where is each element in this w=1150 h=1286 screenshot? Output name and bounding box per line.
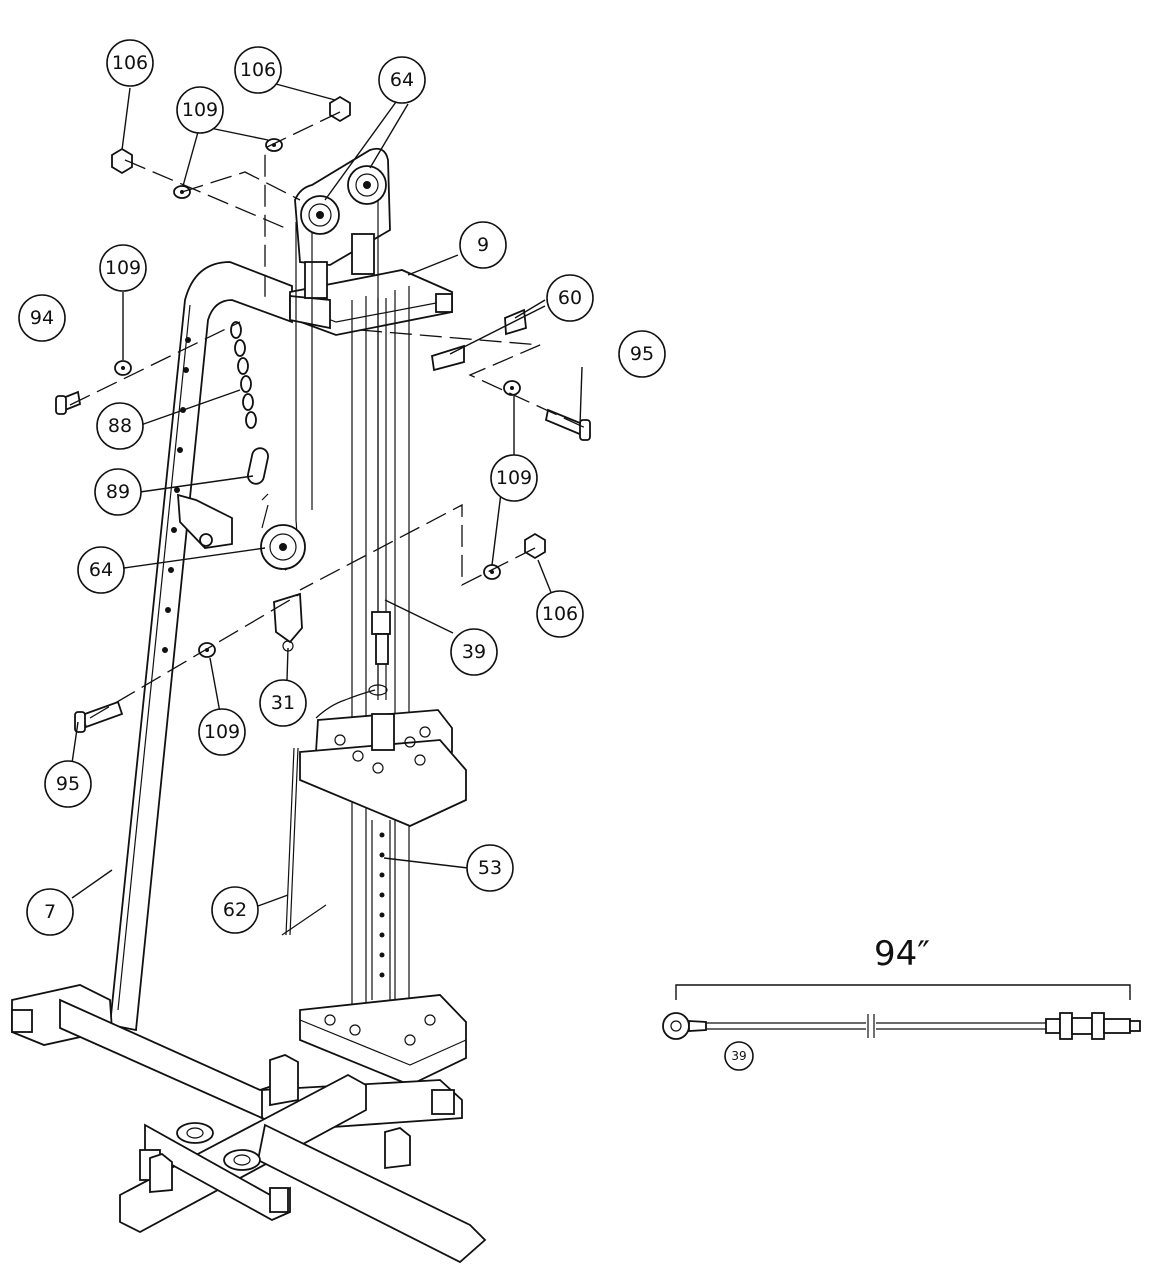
callout-109-left: 109 bbox=[99, 244, 147, 292]
svg-text:106: 106 bbox=[240, 59, 276, 81]
cable-detail: 94″ 39 bbox=[662, 934, 1141, 1071]
callout-95-right: 95 bbox=[618, 330, 666, 378]
svg-text:95: 95 bbox=[56, 773, 80, 795]
svg-text:60: 60 bbox=[558, 287, 582, 309]
svg-text:109: 109 bbox=[105, 257, 141, 279]
callout-106-top-left: 106 bbox=[106, 39, 154, 87]
svg-text:39: 39 bbox=[731, 1049, 746, 1063]
callout-7: 7 bbox=[26, 888, 74, 936]
cable-length-label: 94″ bbox=[874, 934, 930, 974]
callout-109-top: 109 bbox=[176, 86, 224, 134]
svg-text:64: 64 bbox=[390, 69, 414, 91]
pulley-bracket bbox=[273, 592, 303, 652]
callout-39: 39 bbox=[450, 628, 498, 676]
floating-pulley bbox=[260, 493, 306, 570]
svg-text:53: 53 bbox=[478, 857, 502, 879]
top-crossbar bbox=[289, 269, 453, 336]
callout-88: 88 bbox=[96, 402, 144, 450]
svg-text:7: 7 bbox=[44, 901, 56, 923]
svg-text:39: 39 bbox=[462, 641, 486, 663]
callout-53: 53 bbox=[466, 844, 514, 892]
svg-text:9: 9 bbox=[477, 234, 489, 256]
top-weight-plate bbox=[299, 689, 467, 827]
callout-9: 9 bbox=[459, 221, 507, 269]
svg-text:109: 109 bbox=[204, 721, 240, 743]
selector-pin-cable bbox=[281, 747, 327, 936]
svg-text:88: 88 bbox=[108, 415, 132, 437]
hardware bbox=[55, 95, 591, 733]
selector-stem bbox=[371, 820, 391, 1000]
selector-pin bbox=[368, 611, 391, 696]
callout-62: 62 bbox=[211, 886, 259, 934]
svg-text:89: 89 bbox=[106, 481, 130, 503]
svg-text:106: 106 bbox=[542, 603, 578, 625]
cable-part-callout: 39 bbox=[724, 1041, 754, 1071]
svg-text:95: 95 bbox=[630, 343, 654, 365]
svg-text:109: 109 bbox=[496, 467, 532, 489]
svg-text:94: 94 bbox=[30, 307, 54, 329]
chain bbox=[230, 321, 257, 429]
callout-106-right: 106 bbox=[536, 590, 584, 638]
callout-94: 94 bbox=[18, 294, 66, 342]
callout-64-lower: 64 bbox=[77, 546, 125, 594]
bottom-weight-base bbox=[299, 994, 467, 1086]
callout-31: 31 bbox=[259, 679, 307, 727]
base-frame bbox=[11, 984, 487, 1264]
svg-text:64: 64 bbox=[89, 559, 113, 581]
svg-text:109: 109 bbox=[182, 99, 218, 121]
svg-text:31: 31 bbox=[271, 692, 295, 714]
callout-89: 89 bbox=[94, 468, 142, 516]
top-pulley-plate bbox=[294, 147, 391, 299]
svg-text:106: 106 bbox=[112, 52, 148, 74]
callout-109-right: 109 bbox=[490, 454, 538, 502]
callout-109-lower: 109 bbox=[198, 708, 246, 756]
callout-64-top: 64 bbox=[378, 56, 426, 104]
callout-60: 60 bbox=[546, 274, 594, 322]
callout-106-top-right: 106 bbox=[234, 46, 282, 94]
assembly-lines bbox=[69, 111, 591, 719]
quick-link bbox=[247, 447, 269, 485]
callout-95-left: 95 bbox=[44, 760, 92, 808]
svg-text:62: 62 bbox=[223, 899, 247, 921]
